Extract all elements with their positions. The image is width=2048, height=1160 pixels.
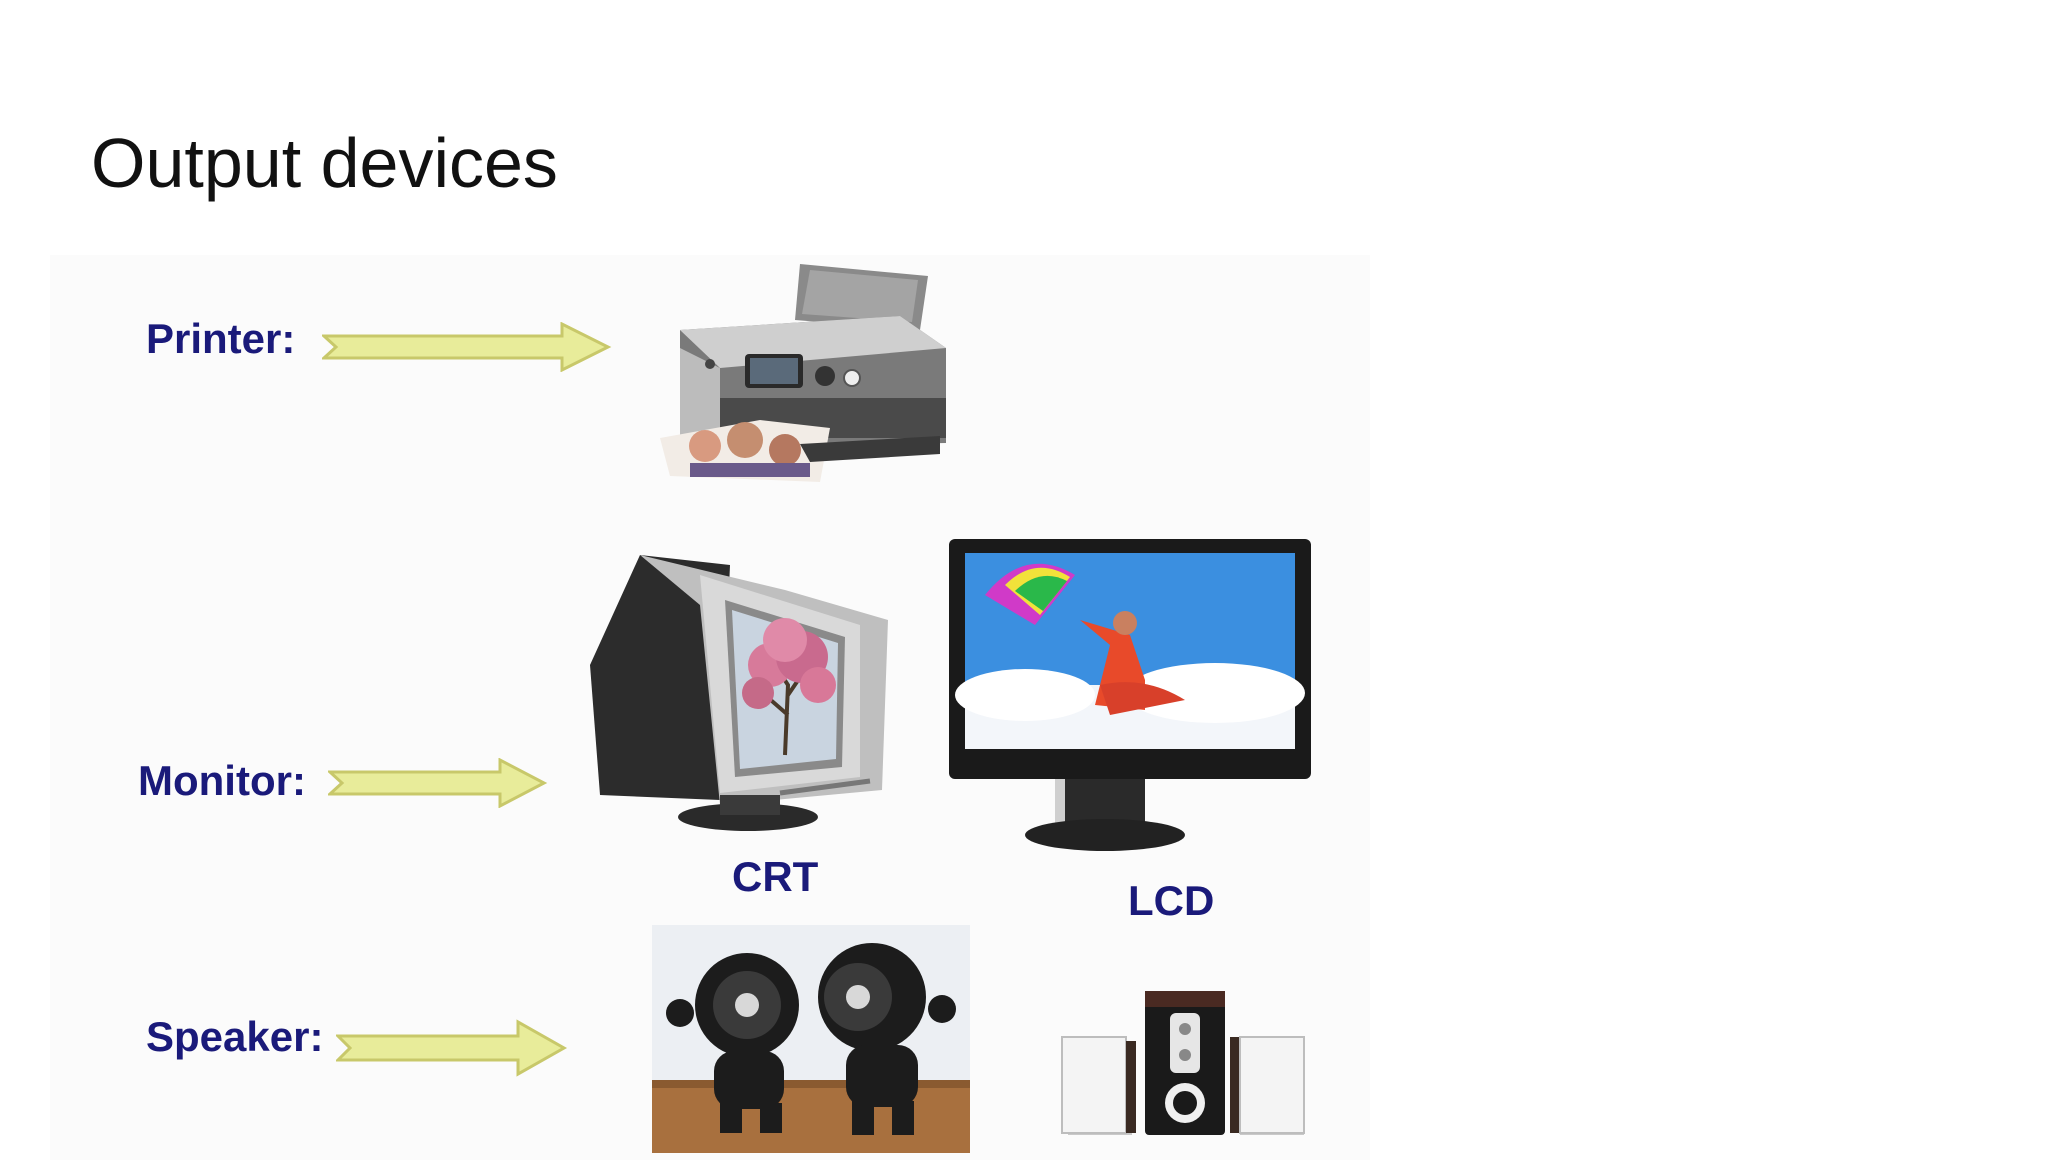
- crt-label: CRT: [732, 853, 819, 900]
- printer-arrow-icon: [322, 322, 612, 372]
- printer-label: Printer:: [146, 315, 296, 362]
- speaker-arrow-icon: [336, 1019, 568, 1077]
- lcd-label: LCD: [1128, 877, 1215, 924]
- lcd-monitor-image: [949, 539, 1311, 851]
- printer-image: [660, 264, 946, 482]
- speaker-label: Speaker:: [146, 1013, 324, 1060]
- slide-title: Output devices: [91, 124, 558, 202]
- crt-monitor-image: [590, 555, 888, 831]
- speaker-system-image: [1061, 991, 1305, 1135]
- toy-speakers-image: [652, 925, 970, 1153]
- monitor-label: Monitor:: [138, 757, 306, 804]
- monitor-arrow-icon: [328, 758, 548, 808]
